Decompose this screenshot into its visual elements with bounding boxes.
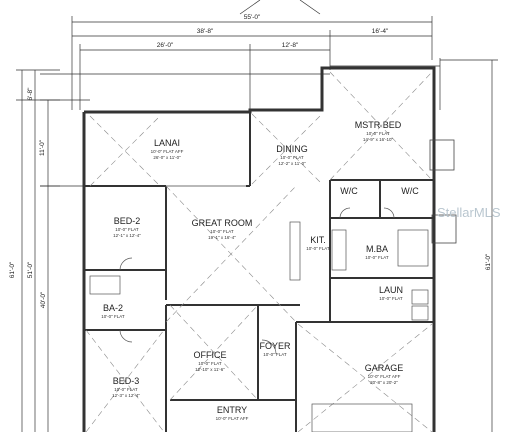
room-mstr-bed-name: MSTR BED (355, 120, 402, 130)
dryer (411, 305, 429, 321)
kitchen-island (289, 221, 301, 281)
room-great-room-ceiling: 10'-0" FLAT (210, 229, 234, 234)
dim-right-total: 61'-0" (485, 253, 492, 270)
side-dimensions (16, 59, 498, 432)
fixtures (89, 207, 429, 432)
dim-lanai-span: 26'-0" (157, 42, 174, 49)
room-wic-left: W/C (340, 186, 358, 196)
room-ba2: BA-2 10'-0" FLAT (101, 303, 125, 319)
fireplace-bump (429, 139, 455, 171)
room-entry: ENTRY 10'-0" FLAT AFF (216, 405, 249, 421)
dim-left-a: 51'-0" (27, 261, 34, 278)
room-bed2-name: BED-2 (114, 216, 141, 226)
watermark: StellarMLS (437, 205, 501, 220)
room-bed2-ceiling: 10'-0" FLAT (115, 227, 139, 232)
room-bed3-size: 12'-3" x 12'-4" (112, 393, 140, 398)
room-office-name: OFFICE (194, 350, 227, 360)
room-laun: LAUN 10'-0" FLAT (379, 285, 403, 301)
room-mba-name: M.BA (366, 244, 388, 254)
bed2-door-swing (119, 257, 133, 271)
room-dining-ceiling: 10'-0" FLAT (280, 155, 304, 160)
room-ba2-name: BA-2 (103, 303, 123, 313)
dim-dining-span: 12'-8" (282, 42, 299, 49)
bed3-door-swing (119, 329, 133, 343)
room-kit-ceiling: 10'-0" FLAT (306, 246, 330, 251)
room-dining: DINING 10'-0" FLAT 12'-2" x 11'-0" (276, 144, 308, 166)
foyer-door-swing (261, 339, 277, 355)
room-bed3: BED-3 10'-0" FLAT 12'-3" x 12'-4" (112, 376, 140, 398)
wic-door-swing (339, 207, 351, 219)
room-mstr-bed-size: 14'-9" x 16'-10" (363, 137, 394, 142)
room-bed2: BED-2 10'-0" FLAT 12'-1" x 12'-4" (113, 216, 141, 238)
room-wic-right: W/C (401, 186, 419, 196)
room-dining-size: 12'-2" x 11'-0" (278, 161, 306, 166)
mba-vanity (331, 229, 347, 271)
dim-top-left: 38'-8" (197, 28, 214, 35)
dim-left-mid: 11'-0" (39, 139, 46, 156)
room-garage-ceiling: 10'-0" FLAT AFF (368, 374, 401, 379)
room-office-size: 12'-10" x 11'-6" (195, 367, 225, 372)
room-great-room-size: 19'-1" x 16'-4" (208, 235, 236, 240)
room-lanai-name: LANAI (154, 138, 180, 148)
room-dining-name: DINING (276, 144, 308, 154)
room-laun-name: LAUN (379, 285, 403, 295)
room-mba: M.BA 10'-0" FLAT (365, 244, 389, 260)
room-lanai-size: 26'-0" x 11'-0" (153, 155, 181, 160)
room-ba2-ceiling: 10'-0" FLAT (101, 314, 125, 319)
room-bed2-size: 12'-1" x 12'-4" (113, 233, 141, 238)
garage-door (311, 403, 413, 432)
room-garage-size: 20'-8" x 20'-2" (370, 380, 398, 385)
dim-top-right: 16'-4" (372, 28, 389, 35)
dim-left-top: 6'-8" (27, 87, 34, 101)
room-entry-name: ENTRY (217, 405, 247, 415)
room-foyer-ceiling: 10'-0" FLAT (263, 352, 287, 357)
dim-left-total: 61'-0" (9, 261, 16, 278)
room-kit: KIT. 10'-0" FLAT (306, 235, 330, 251)
dim-overall-width: 55'-0" (244, 14, 261, 21)
room-foyer-name: FOYER (259, 341, 291, 351)
room-bed3-ceiling: 10'-0" FLAT (114, 387, 138, 392)
dim-left-b: 40'-0" (40, 291, 47, 308)
wic-door-swing-2 (383, 207, 395, 219)
room-entry-ceiling: 10'-0" FLAT AFF (216, 416, 249, 421)
washer (411, 289, 429, 305)
room-garage-name: GARAGE (365, 363, 404, 373)
room-office: OFFICE 10'-0" FLAT 12'-10" x 11'-6" (194, 350, 227, 372)
ba2-tub (89, 275, 121, 295)
room-lanai: LANAI 10'-0" FLAT AFF 26'-0" x 11'-0" (151, 138, 184, 160)
room-foyer: FOYER 10'-0" FLAT (259, 341, 291, 357)
mba-shower (397, 229, 429, 267)
room-mstr-bed: MSTR BED 10'-0" FLAT 14'-9" x 16'-10" (355, 120, 402, 142)
room-lanai-ceiling: 10'-0" FLAT AFF (151, 149, 184, 154)
room-great-room-name: GREAT ROOM (192, 218, 253, 228)
room-mba-ceiling: 10'-0" FLAT (365, 255, 389, 260)
water-heater-bump (431, 214, 457, 244)
room-great-room: GREAT ROOM 10'-0" FLAT 19'-1" x 16'-4" (192, 218, 253, 240)
ceiling-diagonals (85, 71, 433, 432)
room-office-ceiling: 10'-0" FLAT (198, 361, 222, 366)
room-bed3-name: BED-3 (113, 376, 140, 386)
room-laun-ceiling: 10'-0" FLAT (379, 296, 403, 301)
room-garage: GARAGE 10'-0" FLAT AFF 20'-8" x 20'-2" (365, 363, 404, 385)
room-kit-name: KIT. (310, 235, 326, 245)
interior-walls (84, 112, 434, 432)
room-mstr-bed-ceiling: 10'-0" FLAT (366, 131, 390, 136)
